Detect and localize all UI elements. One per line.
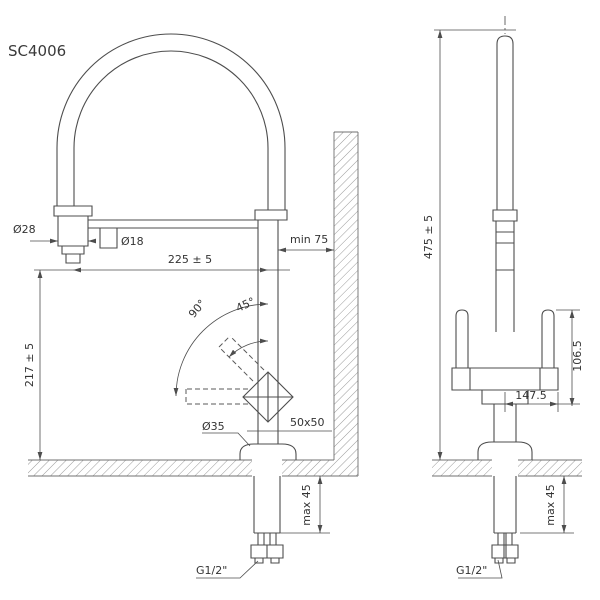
model-label: SC4006 [8, 42, 66, 60]
extension-lines-side [34, 269, 332, 579]
under-counter-front [491, 476, 519, 564]
dim-label-swivel-90: 90° [186, 297, 208, 320]
under-counter-side [250, 476, 284, 564]
dim-label-reach: 225 ± 5 [168, 253, 212, 266]
dim-label-d35: Ø35 [202, 420, 225, 433]
dim-label-handle-height: 106.5 [571, 340, 584, 372]
dim-label-swivel-45: 45° [234, 295, 257, 315]
counter-outline-right [432, 459, 582, 477]
dim-label-deck-thickness-front: max 45 [544, 484, 557, 525]
wall-hatch [334, 132, 358, 460]
counter-outline-left [28, 459, 358, 477]
gooseneck-spout [56, 33, 286, 210]
counter-hatch-left [28, 460, 358, 476]
wall-outline [333, 131, 359, 476]
dim-label-body-section: 50x50 [290, 416, 325, 429]
front-view: 475 ± 5 106.5 147.5 max 45 G1/2" [422, 16, 584, 579]
extension-lines-front [434, 29, 580, 579]
body-crossbar-front [451, 367, 559, 391]
holder-arm [88, 219, 258, 249]
side-view: SC4006 Ø28 Ø18 225 ± 5 min 75 90° 45° 21… [8, 33, 359, 579]
spout-front [492, 35, 518, 332]
handles-front [455, 309, 555, 368]
dim-label-wall-clearance: min 75 [290, 233, 328, 246]
swivel-arc-90 [173, 301, 269, 397]
spray-head [53, 205, 93, 264]
dim-label-total-height: 475 ± 5 [422, 215, 435, 259]
dim-label-thread-side: G1/2" [196, 564, 227, 577]
counter-hole-mask-right [492, 459, 518, 477]
counter-hole-mask-left [252, 459, 282, 477]
dim-label-d28: Ø28 [13, 223, 36, 236]
dim-label-thread-front: G1/2" [456, 564, 487, 577]
dim-label-deck-thickness-side: max 45 [300, 484, 313, 525]
swivel-arc-45 [228, 338, 269, 358]
swivel-joint [242, 371, 294, 423]
dim-label-outlet-height: 217 ± 5 [23, 343, 36, 387]
dim-label-width: 147.5 [515, 389, 547, 402]
spray-position-45 [218, 335, 265, 382]
dim-label-d18: Ø18 [121, 235, 144, 248]
spray-position-90 [185, 388, 248, 405]
